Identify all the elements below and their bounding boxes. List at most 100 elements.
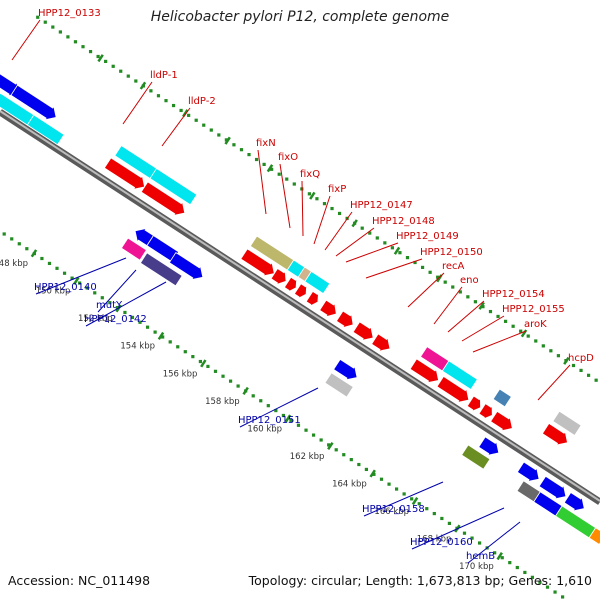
kbp-tick-label: 160 kbp (247, 424, 282, 434)
gene-feature-blue (516, 461, 540, 483)
tick-dot-lower (274, 408, 278, 413)
gene-feature-cyan (441, 360, 478, 391)
tick-dot-upper (202, 123, 206, 127)
gene-feature-blue (168, 252, 204, 281)
reverse-gene-label: HPP12_0160 (410, 537, 473, 548)
tick-dot-upper (171, 103, 176, 108)
forward-gene-label: fixQ (300, 169, 320, 180)
tick-dot-upper (337, 211, 342, 216)
gene-feature-red (371, 333, 391, 352)
gene-feature-steel-blue (492, 388, 512, 408)
tick-dot-upper (511, 324, 515, 328)
tick-dot-lower (425, 507, 429, 511)
gene-feature-cyan (26, 114, 65, 146)
major-tick (563, 356, 570, 365)
tick-dot-upper (322, 202, 327, 206)
tick-dot-upper (156, 94, 161, 98)
kbp-tick-label: 158 kbp (205, 397, 240, 407)
leader-line (122, 81, 153, 125)
major-tick (411, 497, 419, 506)
forward-gene-label: HPP12_0133 (38, 8, 101, 19)
tick-dot-upper (458, 290, 462, 294)
forward-gene-label: HPP12_0154 (482, 289, 545, 300)
forward-gene-label: eno (460, 275, 479, 286)
tick-dot-lower (153, 330, 157, 334)
tick-dot-upper (503, 319, 508, 323)
tick-dot-lower (259, 399, 263, 403)
reverse-gene-label: HPP12_0158 (362, 504, 425, 515)
leader-line (239, 387, 319, 428)
tick-dot-lower (70, 276, 74, 280)
tick-dot-upper (405, 255, 410, 260)
leader-line (363, 481, 444, 517)
leader-line (97, 269, 137, 313)
tick-dot-lower (440, 516, 444, 521)
kbp-tick-label: 166 kbp (374, 507, 409, 517)
topology-text: Topology: circular; Length: 1,673,813 bp… (248, 573, 592, 588)
tick-dot-upper (473, 300, 477, 304)
major-tick (351, 219, 358, 228)
accession-text: Accession: NC_011498 (8, 573, 151, 588)
tick-dot-lower (538, 580, 542, 584)
tick-dot-upper (239, 148, 244, 152)
tick-dot-lower (410, 497, 414, 501)
leader-line (447, 300, 485, 333)
major-tick (369, 469, 376, 478)
gene-feature-red (409, 358, 440, 384)
tick-dot-lower (477, 541, 482, 545)
kbp-tick-label: 170 kbp (459, 562, 494, 572)
tick-dot-lower (553, 590, 557, 594)
label-leader-lines (11, 19, 571, 564)
leader-line (161, 107, 191, 147)
forward-gene-label: aroK (524, 319, 547, 330)
tick-dot-lower (545, 585, 550, 589)
tick-dot-lower (221, 374, 225, 378)
gene-feature-red (319, 299, 337, 318)
tick-dot-upper (73, 40, 78, 44)
tick-dot-upper (104, 59, 108, 63)
forward-gene-label: HPP12_0150 (420, 247, 483, 258)
tick-dot-lower (319, 438, 323, 442)
forward-gene-label: HPP12_0147 (350, 200, 413, 211)
major-tick (478, 301, 485, 310)
gene-feature-olive (461, 444, 491, 470)
gene-feature-red (305, 290, 319, 308)
major-tick (496, 552, 503, 561)
kbp-tick-label: 154 kbp (120, 342, 155, 352)
tick-dot-upper (262, 162, 266, 167)
leader-line (301, 180, 304, 237)
tick-dot-lower (304, 428, 308, 432)
major-tick (393, 246, 401, 255)
tick-dot-upper (526, 334, 530, 338)
gene-feature-cyan (304, 270, 331, 295)
tick-dot-lower (93, 291, 97, 295)
forward-gene-label: fixP (328, 184, 346, 195)
gene-labels: HPP12_0133lldP-1lldP-2fixNfixOfixQfixPHP… (34, 8, 594, 562)
major-tick (284, 414, 292, 423)
tick-dot-upper (496, 314, 500, 319)
major-tick (30, 249, 38, 258)
reverse-gene-label: hemB (466, 551, 495, 562)
leader-line (335, 227, 375, 257)
gene-feature-red (436, 375, 470, 403)
tick-dot-lower (78, 281, 82, 285)
kbp-tick-label: 162 kbp (290, 452, 325, 462)
tick-dot-lower (379, 477, 384, 481)
forward-gene-label: lldP-1 (150, 70, 178, 81)
tick-dot-lower (357, 462, 361, 467)
tick-dot-upper (481, 305, 485, 309)
tick-dot-lower (372, 472, 376, 476)
major-tick (327, 441, 334, 451)
reverse-gene-label: mutY (96, 300, 123, 311)
tick-dot-lower (115, 305, 119, 310)
tick-dot-lower (108, 301, 112, 305)
tick-dot-lower (560, 595, 565, 599)
tick-dot-upper (270, 167, 274, 171)
tick-dot-upper (594, 378, 598, 382)
tick-dot-lower (500, 556, 504, 560)
gene-feature-red (240, 248, 275, 277)
tick-dot-upper (194, 118, 198, 122)
tick-dot-lower (417, 502, 421, 506)
tick-dot-lower (206, 364, 210, 369)
tick-dot-upper (443, 280, 447, 284)
